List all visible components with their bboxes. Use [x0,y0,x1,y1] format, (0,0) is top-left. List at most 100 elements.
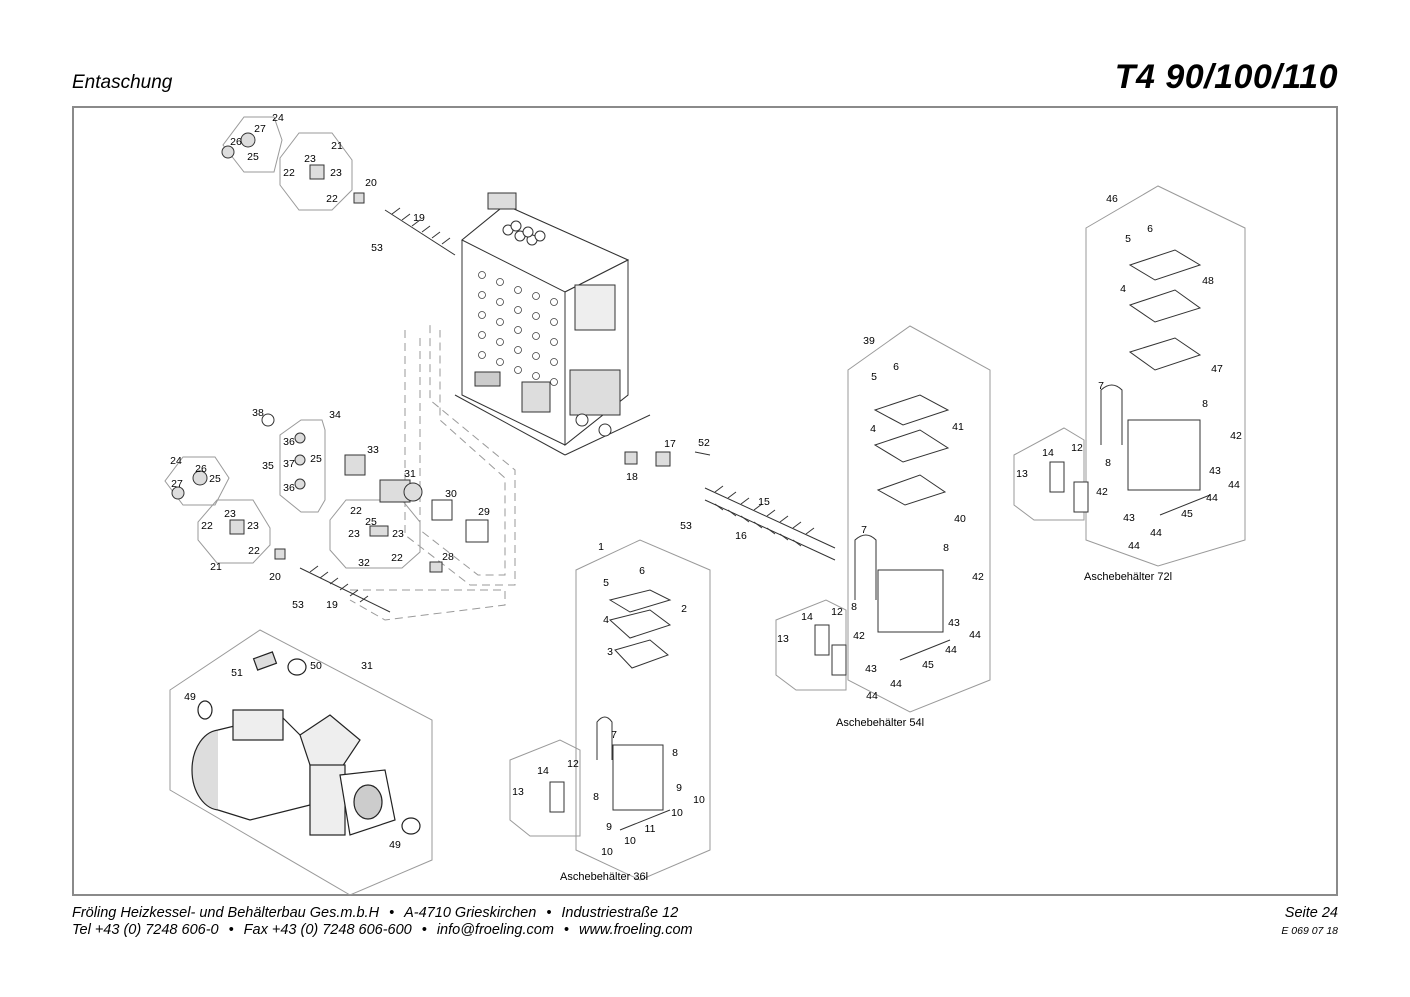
outline-bin54 [847,325,991,713]
part-label: 5 [603,577,609,589]
caption-bin36: Aschebehälter 36l [560,871,648,883]
part-label: 23 [392,528,404,540]
footer-bullet: • [421,922,427,938]
part-label: 37 [283,458,295,470]
part-label: 20 [365,177,377,189]
motor-drawing [191,651,421,836]
part-label: 10 [624,835,636,847]
part-label: 28 [442,551,454,563]
outline-bin54-handle [775,599,847,691]
footer-email-link[interactable]: info@froeling.com [436,922,554,938]
augers [299,207,836,613]
part-label: 42 [853,630,865,642]
boiler-body [454,192,651,456]
part-label: 9 [676,782,682,794]
part-label: 23 [330,167,342,179]
part-label: 16 [735,530,747,542]
part-label: 44 [969,629,981,641]
ash-channel-dashes [349,322,516,621]
part-label: 43 [865,663,877,675]
part-label: 45 [1181,508,1193,520]
part-label: 48 [1202,275,1214,287]
small-parts [171,132,711,573]
part-label: 1 [598,541,604,553]
part-label: 31 [361,660,373,672]
part-label: 22 [326,193,338,205]
document-number: E 069 07 18 [1281,925,1338,937]
part-label: 5 [871,371,877,383]
part-label: 7 [611,729,617,741]
part-label: 21 [331,140,343,152]
part-label: 42 [1096,486,1108,498]
part-label: 7 [861,524,867,536]
part-label: 30 [445,488,457,500]
part-label: 10 [601,846,613,858]
footer-line-2: Tel +43 (0) 7248 606-0 • Fax +43 (0) 7248 … [72,922,693,938]
part-label: 18 [626,471,638,483]
footer-tel: Tel +43 (0) 7248 606-0 [72,922,219,938]
part-label: 47 [1211,363,1223,375]
part-label: 22 [201,520,213,532]
footer-bullet: • [389,905,395,921]
part-label: 52 [698,437,710,449]
part-label: 5 [1125,233,1131,245]
part-label: 26 [230,136,242,148]
part-label: 25 [365,516,377,528]
part-label: 17 [664,438,676,450]
part-label: 8 [851,601,857,613]
part-label: 9 [606,821,612,833]
part-label: 13 [512,786,524,798]
part-label: 43 [948,617,960,629]
footer-web-link[interactable]: www.froeling.com [578,922,693,938]
part-label: 36 [283,436,295,448]
part-label: 6 [1147,223,1153,235]
part-label: 53 [292,599,304,611]
part-label: 31 [404,468,416,480]
part-label: 8 [1105,457,1111,469]
part-label: 43 [1123,512,1135,524]
part-label: 22 [248,545,260,557]
part-label: 40 [954,513,966,525]
part-label: 35 [262,460,274,472]
part-label: 19 [326,599,338,611]
outline-bin36-handle [509,739,581,837]
part-label: 41 [952,421,964,433]
part-label: 23 [348,528,360,540]
group-outlines [164,116,1246,896]
footer-fax: Fax +43 (0) 7248 606-600 [243,922,412,938]
part-label: 49 [184,691,196,703]
caption-bin54: Aschebehälter 54l [836,717,924,729]
outline-21-top [279,132,353,211]
part-label: 20 [269,571,281,583]
part-label: 27 [254,123,266,135]
outline-21-left [197,499,271,564]
footer-line-1: Fröling Heizkessel- und Behälterbau Ges.… [72,905,678,921]
part-label: 21 [210,561,222,573]
part-label: 29 [478,506,490,518]
part-label: 53 [680,520,692,532]
section-title: Entaschung [72,72,173,93]
part-label: 25 [310,453,322,465]
outline-motor [169,629,433,896]
part-label: 42 [1230,430,1242,442]
part-label: 8 [1202,398,1208,410]
part-label: 42 [972,571,984,583]
part-label: 4 [1120,283,1126,295]
part-label: 44 [1206,492,1218,504]
part-label: 4 [870,423,876,435]
boiler-holes [478,271,558,386]
part-label: 19 [413,212,425,224]
footer-company: Fröling Heizkessel- und Behälterbau Ges.… [72,905,380,921]
outline-24-top [222,116,283,173]
part-label: 24 [272,112,284,124]
part-label: 44 [1228,479,1240,491]
part-label: 53 [371,242,383,254]
part-label: 22 [391,552,403,564]
part-label: 14 [1042,447,1054,459]
outline-bin72 [1085,185,1246,567]
part-label: 36 [283,482,295,494]
part-label: 22 [283,167,295,179]
part-label: 11 [645,823,656,835]
part-label: 50 [310,660,322,672]
